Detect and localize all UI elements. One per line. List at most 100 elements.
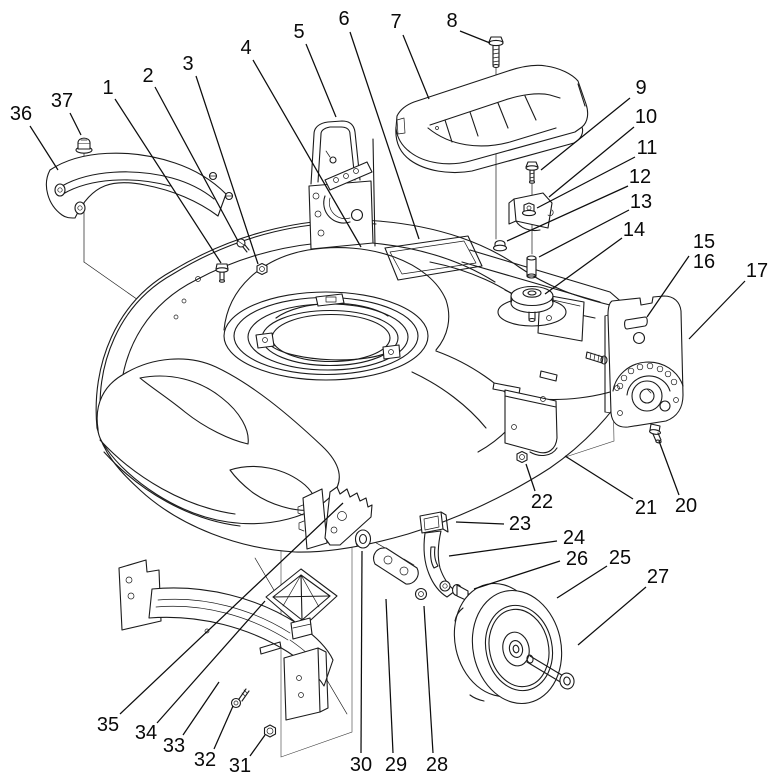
part-30-bushing — [354, 529, 372, 549]
part-front-bumper — [96, 358, 340, 527]
callout-label-28: 28 — [426, 754, 448, 776]
part-28-washer — [414, 587, 428, 601]
part-36-support-arm — [45, 152, 234, 219]
callout-leader-26 — [473, 560, 561, 590]
callout-label-14: 14 — [623, 219, 645, 241]
callout-leader-23 — [455, 521, 505, 525]
part-14-pulley — [510, 285, 554, 323]
part-34-plug — [265, 568, 338, 640]
callout-label-1: 1 — [102, 77, 113, 99]
part-7-rear-cover — [395, 64, 589, 174]
callout-leader-27 — [577, 586, 647, 646]
callout-leader-4 — [252, 59, 362, 248]
callout-leader-2 — [154, 86, 239, 242]
callout-leader-30 — [360, 550, 363, 754]
callout-label-34: 34 — [135, 722, 157, 744]
callout-leader-28 — [423, 605, 434, 754]
callout-label-15: 15 — [693, 231, 715, 253]
callout-label-13: 13 — [630, 191, 652, 213]
callout-leader-33 — [182, 681, 220, 736]
callout-label-32: 32 — [194, 749, 216, 771]
callout-label-16: 16 — [693, 251, 715, 273]
callout-label-5: 5 — [293, 21, 304, 43]
callout-label-33: 33 — [163, 735, 185, 757]
callout-leader-9 — [540, 97, 631, 171]
callout-leader-13 — [538, 209, 630, 258]
callout-leader-20 — [658, 440, 680, 496]
callout-leader-21 — [564, 455, 634, 500]
part-32-screw — [230, 688, 250, 709]
callout-label-31: 31 — [229, 755, 251, 777]
part-15-16-adjuster-plate — [604, 295, 684, 428]
callout-leader-11 — [536, 156, 636, 209]
callout-leader-37 — [69, 112, 82, 136]
callout-label-12: 12 — [629, 166, 651, 188]
callout-leader-22 — [525, 463, 536, 492]
part-5-handle-bracket — [308, 120, 376, 250]
part-25-wheel — [453, 582, 563, 705]
callout-label-37: 37 — [51, 90, 73, 112]
callout-label-8: 8 — [446, 10, 457, 32]
callout-label-23: 23 — [509, 513, 531, 535]
callout-label-24: 24 — [563, 527, 585, 549]
callout-leader-14 — [544, 237, 623, 295]
callout-leader-12 — [506, 185, 629, 242]
callout-leader-32 — [213, 705, 234, 750]
callout-leader-24 — [448, 540, 558, 557]
part-21-rear-panel — [492, 382, 558, 457]
callout-leader-36 — [29, 125, 59, 171]
callout-leader-1 — [114, 98, 222, 264]
callout-label-9: 9 — [635, 77, 646, 99]
callout-label-2: 2 — [142, 65, 153, 87]
part-29-link-plate — [373, 547, 419, 585]
callout-leader-6 — [349, 31, 420, 240]
callout-label-35: 35 — [97, 714, 119, 736]
part-8-bolt — [488, 36, 504, 69]
part-23-24-height-lever — [419, 511, 456, 598]
part-3-nut — [256, 262, 268, 276]
callout-label-3: 3 — [182, 53, 193, 75]
callout-leader-3 — [195, 75, 259, 265]
part-11-flange-nut — [521, 202, 537, 217]
callout-label-7: 7 — [390, 11, 401, 33]
callout-leader-34 — [156, 600, 266, 724]
callout-leader-31 — [249, 734, 266, 757]
callout-label-20: 20 — [675, 495, 697, 517]
callout-label-30: 30 — [350, 754, 372, 776]
callout-label-21: 21 — [635, 497, 657, 519]
part-12-cap-nut — [492, 240, 508, 252]
callout-leader-10 — [548, 126, 635, 198]
part-33-rear-skirt — [118, 559, 334, 721]
callout-label-26: 26 — [566, 548, 588, 570]
callout-label-27: 27 — [647, 566, 669, 588]
part-1-screw — [215, 263, 229, 283]
callout-label-17: 17 — [746, 260, 768, 282]
callout-label-11: 11 — [637, 137, 658, 159]
callout-label-29: 29 — [385, 754, 407, 776]
part-13-spacer — [526, 255, 537, 279]
part-9-bolt — [525, 161, 539, 184]
callout-leader-17 — [688, 280, 746, 340]
callout-label-22: 22 — [531, 491, 553, 513]
callout-label-25: 25 — [609, 547, 631, 569]
callout-leader-25 — [556, 565, 608, 599]
part-20-bolt — [649, 423, 662, 444]
callout-leader-8 — [459, 30, 491, 44]
callout-label-10: 10 — [635, 106, 657, 128]
callout-leader-29 — [385, 598, 394, 754]
callout-leader-5 — [305, 43, 337, 118]
callout-label-6: 6 — [338, 8, 349, 30]
part-22-nut — [516, 450, 528, 464]
callout-label-4: 4 — [240, 37, 251, 59]
callout-leader-35 — [119, 502, 344, 715]
callout-label-36: 36 — [10, 103, 32, 125]
part-31-nut — [263, 724, 277, 738]
part-37-cap-nut — [75, 137, 93, 154]
part-27-axle-bolt — [526, 654, 575, 690]
callout-leader-7 — [402, 34, 430, 100]
part-35-toothed-quadrant — [297, 486, 373, 550]
part-2-screw — [236, 238, 250, 253]
